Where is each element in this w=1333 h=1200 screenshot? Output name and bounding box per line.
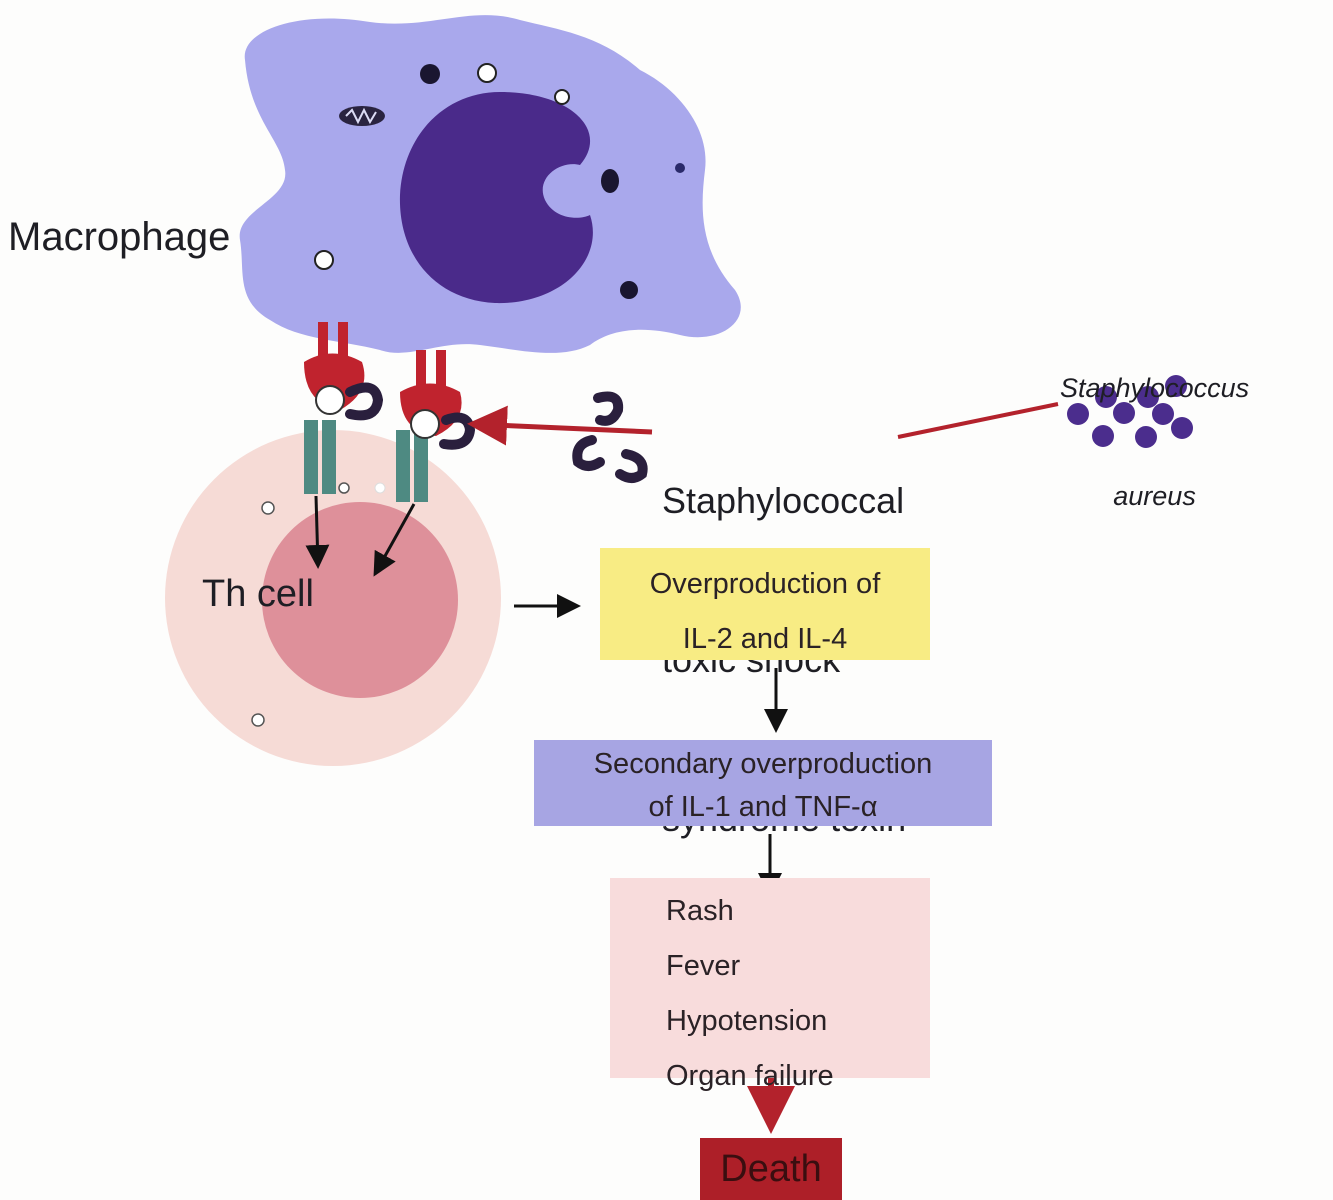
- staphylococcus-cluster: [1067, 375, 1193, 448]
- symptom-item: Rash: [666, 895, 734, 927]
- signal-arrow-left: [305, 495, 330, 569]
- macrophage-granule: [420, 64, 440, 84]
- mitochondrion-cristae: [345, 107, 377, 125]
- bacterium-label: Staphylococcus aureus: [1060, 298, 1249, 586]
- il2-il4-line1: Overproduction of: [649, 568, 881, 600]
- th-cell-vesicle: [251, 713, 265, 727]
- symptom-item: Organ failure: [666, 1060, 834, 1092]
- toxin-label-line1: Staphylococcal: [662, 480, 905, 521]
- il2-il4-overproduction-box: Overproduction of IL-2 and IL-4: [600, 548, 930, 660]
- th-cell-vesicle: [261, 501, 275, 515]
- death-outcome-box: Death: [700, 1138, 842, 1200]
- macrophage-granule: [601, 169, 619, 193]
- macrophage-granule: [314, 250, 334, 270]
- symptom-item: Fever: [666, 950, 741, 982]
- il1-tnf-overproduction-box: Secondary overproduction of IL-1 and TNF…: [534, 740, 992, 826]
- signal-arrow-right: [373, 503, 416, 577]
- macrophage-granule: [675, 163, 685, 173]
- bacteria-secretion-line: [897, 402, 1059, 439]
- death-label: Death: [720, 1148, 822, 1190]
- il2-il4-line2: IL-2 and IL-4: [682, 623, 848, 655]
- toxin-molecule: [615, 449, 648, 483]
- receptor-complex-left: [304, 322, 365, 494]
- symptoms-box: Rash Fever Hypotension Organ failure: [610, 878, 930, 1092]
- macrophage-label: Macrophage: [8, 215, 231, 259]
- il1-tnf-line2: of IL-1 and TNF-α: [648, 791, 878, 823]
- macrophage-nucleus: [399, 92, 593, 304]
- toxin-molecule: [572, 435, 605, 471]
- th-cell-vesicle: [374, 482, 386, 494]
- toxin-binding-arrow: [467, 405, 653, 446]
- macrophage-granule: [554, 89, 570, 105]
- il1-tnf-line1: Secondary overproduction: [593, 748, 933, 780]
- symptom-item: Hypotension: [666, 1005, 828, 1037]
- superantigen-bound-left: [345, 382, 384, 421]
- toxin-molecule: [593, 391, 624, 426]
- macrophage-granule: [477, 63, 497, 83]
- th-cell-label: Th cell: [202, 573, 314, 615]
- th-cell-vesicle: [338, 482, 350, 494]
- bacterium-label-line2: aureus: [1113, 481, 1196, 511]
- superantigen-bound-right: [439, 412, 476, 450]
- bacterium-label-line1: Staphylococcus: [1060, 373, 1250, 403]
- macrophage-granule: [620, 281, 638, 299]
